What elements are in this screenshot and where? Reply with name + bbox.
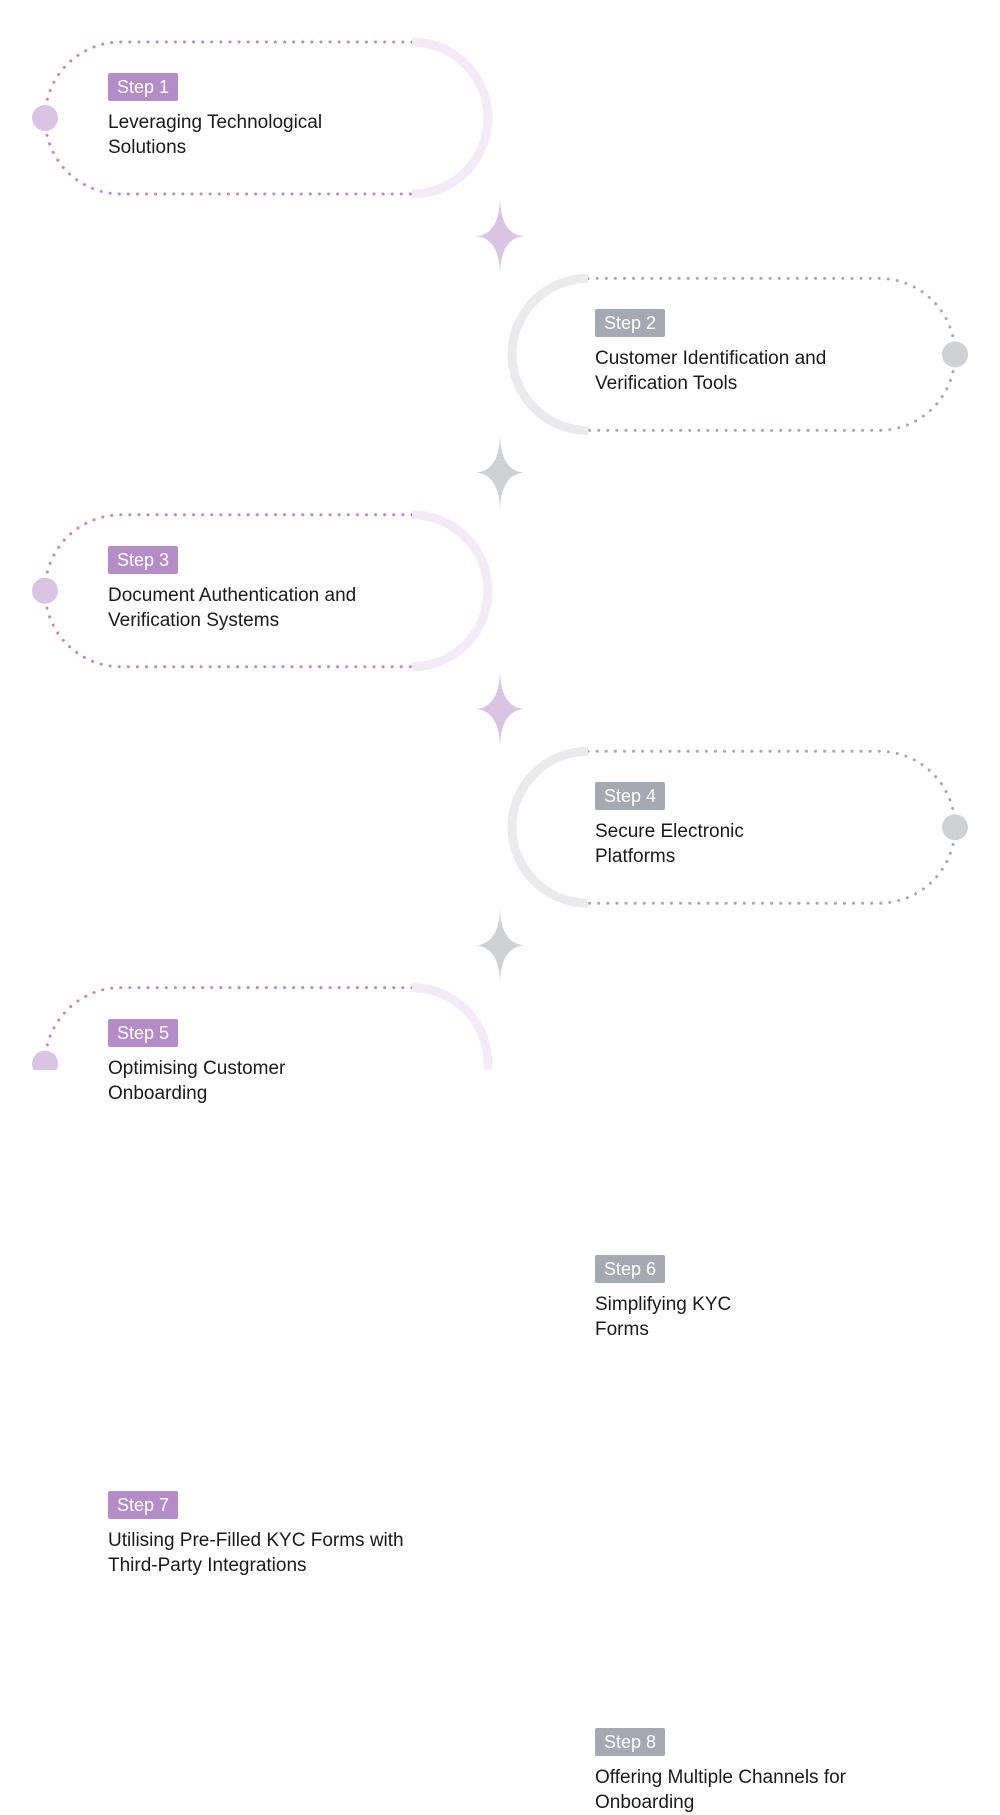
step-title-5-line2: Onboarding bbox=[108, 1082, 208, 1104]
step-shapes-layer bbox=[32, 37, 968, 1070]
step-title-8-line2: Onboarding bbox=[595, 1791, 695, 1813]
step-badge-5: Step 5 bbox=[108, 1018, 179, 1047]
step-card-1: Step 1 Leveraging Technological Solution… bbox=[108, 73, 448, 160]
step-node-5 bbox=[32, 1050, 58, 1070]
step-card-4: Step 4 Secure Electronic Platforms bbox=[595, 782, 935, 869]
step-card-8: Step 8 Offering Multiple Channels for On… bbox=[595, 1727, 935, 1815]
step-title-1-line2: Solutions bbox=[108, 137, 187, 158]
step-cap-3 bbox=[411, 510, 493, 672]
step-badge-6: Step 6 bbox=[595, 1255, 666, 1283]
step-node-1 bbox=[32, 105, 58, 131]
step-title-1-line1: Leveraging Technological bbox=[108, 112, 323, 133]
step-cap-4 bbox=[507, 746, 589, 908]
connectors-layer bbox=[476, 196, 524, 986]
step-title-2-line1: Customer Identification and bbox=[595, 348, 827, 370]
step-card-2: Step 2 Customer Identification and Verif… bbox=[595, 309, 935, 396]
step-title-6: Simplifying KYC Forms bbox=[595, 1292, 935, 1342]
step-title-7-line1: Utilising Pre-Filled KYC Forms with bbox=[108, 1530, 404, 1552]
step-card-6: Step 6 Simplifying KYC Forms bbox=[595, 1255, 935, 1342]
step-node-3 bbox=[32, 577, 58, 604]
step-title-5-line1: Optimising Customer bbox=[108, 1057, 286, 1079]
step-badge-3: Step 3 bbox=[108, 545, 179, 574]
step-title-5: Optimising Customer Onboarding bbox=[108, 1056, 448, 1106]
step-card-3: Step 3 Document Authentication and Verif… bbox=[108, 545, 448, 633]
connector-1-2 bbox=[476, 196, 524, 277]
connector-2-3 bbox=[476, 432, 524, 513]
step-title-4-line2: Platforms bbox=[595, 846, 676, 868]
step-title-4-line1: Secure Electronic bbox=[595, 821, 744, 843]
step-cap-5 bbox=[411, 983, 493, 1070]
step-badge-1: Step 1 bbox=[108, 73, 179, 101]
step-title-6-line1: Simplifying KYC bbox=[595, 1294, 732, 1315]
step-badge-2: Step 2 bbox=[595, 309, 666, 338]
step-title-3-line2: Verification Systems bbox=[108, 609, 280, 631]
step-card-7: Step 7 Utilising Pre-Filled KYC Forms wi… bbox=[108, 1491, 448, 1578]
connector-4-5 bbox=[476, 905, 524, 986]
step-cap-1 bbox=[411, 37, 493, 199]
step-title-2-line2: Verification Tools bbox=[595, 373, 738, 395]
steps-diagram bbox=[32, 37, 968, 1070]
step-cap-2 bbox=[507, 273, 589, 435]
step-title-3-line1: Document Authentication and bbox=[108, 584, 357, 606]
step-node-4 bbox=[942, 814, 968, 841]
step-card-5: Step 5 Optimising Customer Onboarding bbox=[108, 1018, 448, 1106]
step-title-7-line2: Third-Party Integrations bbox=[108, 1555, 307, 1577]
step-badge-7: Step 7 bbox=[108, 1491, 179, 1520]
step-title-8-line1: Offering Multiple Channels for bbox=[595, 1766, 846, 1788]
step-title-8: Offering Multiple Channels for Onboardin… bbox=[595, 1765, 935, 1815]
step-badge-4: Step 4 bbox=[595, 782, 666, 811]
step-title-2: Customer Identification and Verification… bbox=[595, 346, 935, 396]
step-node-2 bbox=[942, 341, 968, 368]
step-title-7: Utilising Pre-Filled KYC Forms with Thir… bbox=[108, 1528, 448, 1578]
connector-3-4 bbox=[476, 669, 524, 749]
step-title-4: Secure Electronic Platforms bbox=[595, 819, 935, 869]
step-badge-8: Step 8 bbox=[595, 1727, 666, 1756]
step-title-6-line2: Forms bbox=[595, 1319, 649, 1340]
step-title-3: Document Authentication and Verification… bbox=[108, 583, 448, 633]
step-title-1: Leveraging Technological Solutions bbox=[108, 110, 448, 160]
